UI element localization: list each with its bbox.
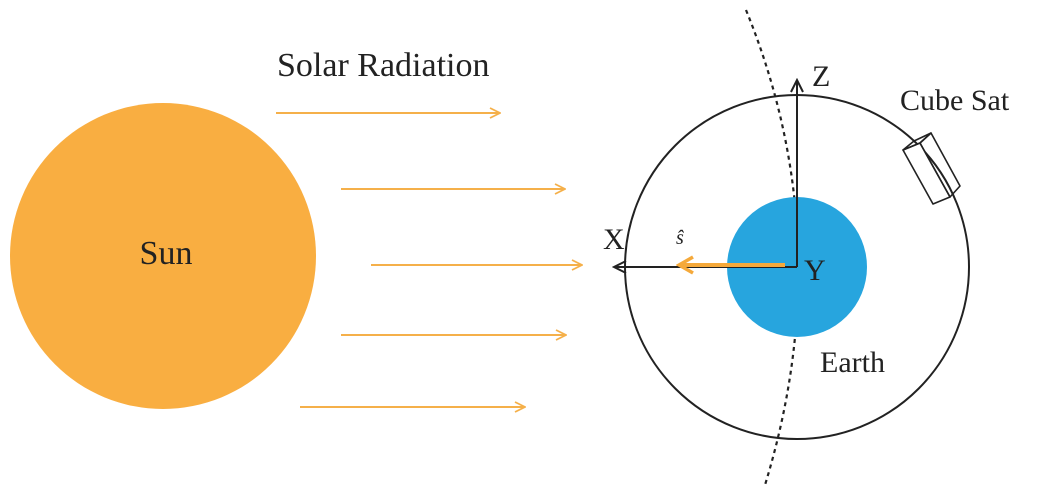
sun — [10, 103, 316, 409]
sun-label: Sun — [140, 235, 193, 272]
z-axis-label: Z — [812, 60, 830, 93]
radiation-arrows — [276, 113, 582, 407]
cube-sat-icon — [902, 132, 961, 205]
y-axis-label: Y — [804, 254, 826, 287]
solar-radiation-label: Solar Radiation — [277, 47, 489, 84]
cube-sat-label: Cube Sat — [900, 84, 1010, 117]
earth-label: Earth — [820, 346, 885, 379]
sun-vector-label: ŝ — [676, 227, 684, 249]
x-axis-label: X — [603, 223, 625, 256]
